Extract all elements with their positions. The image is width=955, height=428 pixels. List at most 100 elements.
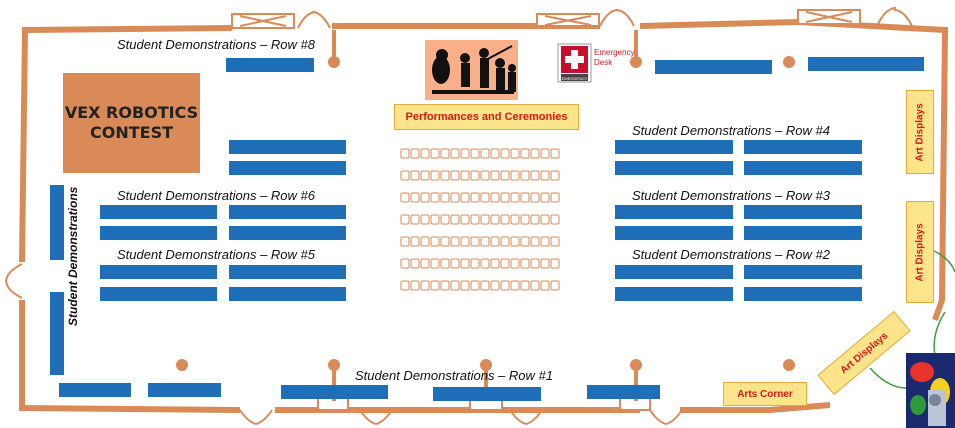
- seat: [500, 280, 510, 291]
- seat: [460, 214, 470, 225]
- seat: [550, 214, 560, 225]
- demo-table: [229, 265, 346, 279]
- seat: [550, 258, 560, 269]
- seat: [460, 236, 470, 247]
- seat: [440, 214, 450, 225]
- seat: [530, 170, 540, 181]
- demo-table: [433, 387, 541, 401]
- seat: [410, 170, 420, 181]
- seat: [410, 236, 420, 247]
- seat: [550, 148, 560, 159]
- seat: [440, 258, 450, 269]
- seat: [450, 258, 460, 269]
- demo-table: [226, 58, 314, 72]
- demo-table: [100, 287, 217, 301]
- art-displays-sign-1: Art Displays: [906, 90, 934, 174]
- seat: [500, 214, 510, 225]
- demo-table: [50, 292, 64, 375]
- seat: [540, 148, 550, 159]
- seat: [450, 280, 460, 291]
- seat: [450, 148, 460, 159]
- seat: [470, 148, 480, 159]
- seat: [510, 214, 520, 225]
- seat: [420, 148, 430, 159]
- demo-table: [229, 140, 346, 154]
- seat: [510, 170, 520, 181]
- seat: [490, 236, 500, 247]
- demo-table: [744, 226, 862, 240]
- seat: [520, 170, 530, 181]
- seat: [400, 258, 410, 269]
- seat: [510, 148, 520, 159]
- seat: [490, 192, 500, 203]
- seat: [480, 214, 490, 225]
- seat: [450, 214, 460, 225]
- seat: [470, 258, 480, 269]
- seat: [480, 258, 490, 269]
- demo-table: [50, 185, 64, 260]
- seat: [480, 236, 490, 247]
- arts-corner-sign: Arts Corner: [723, 382, 807, 406]
- art-displays-sign-2: Art Displays: [906, 201, 934, 303]
- seat: [400, 280, 410, 291]
- row-4-label: Student Demonstrations – Row #4: [632, 123, 830, 138]
- seat: [410, 280, 420, 291]
- seat: [420, 214, 430, 225]
- demo-table: [148, 383, 221, 397]
- seat: [510, 280, 520, 291]
- seat: [440, 280, 450, 291]
- seat: [500, 192, 510, 203]
- seat: [400, 192, 410, 203]
- seat: [550, 170, 560, 181]
- seat: [450, 236, 460, 247]
- audience-seating: [400, 148, 560, 291]
- seat: [500, 258, 510, 269]
- seat: [480, 192, 490, 203]
- demo-table: [655, 60, 772, 74]
- demo-table: [744, 140, 862, 154]
- seat: [440, 170, 450, 181]
- seat: [530, 192, 540, 203]
- seat: [430, 280, 440, 291]
- seat: [460, 170, 470, 181]
- walkway-curves: [869, 249, 955, 389]
- seat: [520, 236, 530, 247]
- seat: [480, 170, 490, 181]
- seat: [510, 236, 520, 247]
- seat: [430, 258, 440, 269]
- demo-table: [744, 265, 862, 279]
- demo-table: [808, 57, 924, 71]
- seat: [540, 214, 550, 225]
- seat: [420, 192, 430, 203]
- performances-sign: Performances and Ceremonies: [394, 104, 579, 130]
- doors-bottom: [239, 397, 683, 425]
- demo-table: [615, 205, 733, 219]
- seat: [490, 214, 500, 225]
- seat: [470, 170, 480, 181]
- art-displays-label-1: Art Displays: [914, 102, 926, 162]
- seat: [440, 148, 450, 159]
- seat: [400, 170, 410, 181]
- seat: [490, 170, 500, 181]
- seat: [450, 170, 460, 181]
- seat: [490, 148, 500, 159]
- emergency-badge-text: EMERGENCY: [562, 76, 588, 81]
- vex-robotics-contest-area: VEX ROBOTICS CONTEST: [63, 73, 200, 173]
- seat: [540, 170, 550, 181]
- row-3-label: Student Demonstrations – Row #3: [632, 188, 830, 203]
- row-8-label: Student Demonstrations – Row #8: [117, 37, 315, 52]
- demo-table: [100, 205, 217, 219]
- seat: [460, 280, 470, 291]
- seat: [520, 148, 530, 159]
- demo-table: [229, 205, 346, 219]
- demo-table: [615, 226, 733, 240]
- seat: [470, 214, 480, 225]
- seat: [420, 170, 430, 181]
- demo-table: [281, 385, 388, 399]
- seat: [420, 258, 430, 269]
- performers-icon: [425, 40, 518, 100]
- demo-table: [229, 226, 346, 240]
- seat: [470, 192, 480, 203]
- seat: [460, 148, 470, 159]
- doors-top: [231, 7, 913, 29]
